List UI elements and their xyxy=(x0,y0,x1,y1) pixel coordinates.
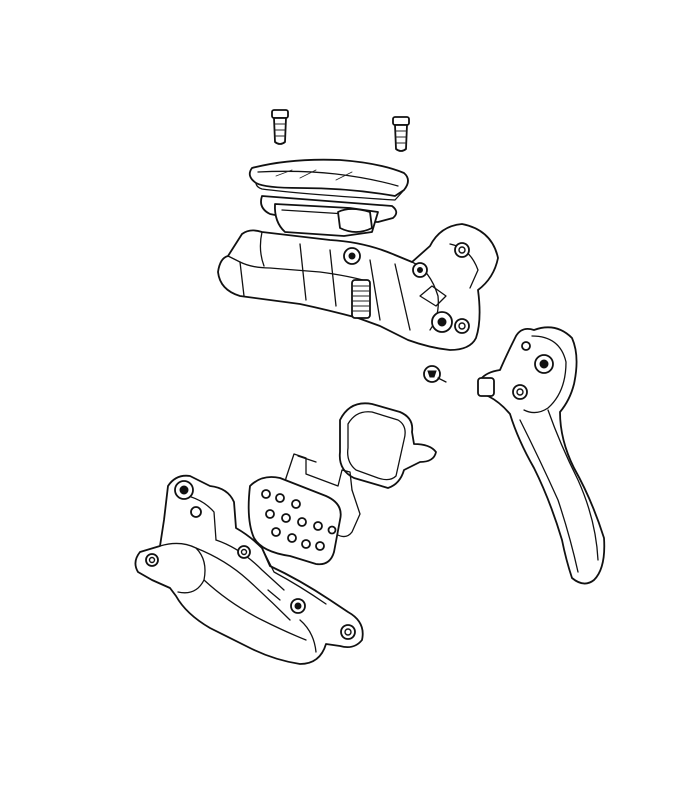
screw-right-icon xyxy=(392,116,410,152)
lever-blade-icon xyxy=(477,326,606,585)
pivot-bolt-icon xyxy=(423,365,447,383)
master-cylinder-icon xyxy=(217,223,499,351)
caliper-icon xyxy=(134,474,364,665)
reservoir-cover-icon xyxy=(248,158,409,201)
brake-pad-holes-icon xyxy=(247,476,342,566)
screw-left-icon xyxy=(271,109,289,145)
adjuster-barrel-icon xyxy=(351,279,371,319)
reservoir-diaphragm-icon xyxy=(260,195,398,237)
brake-pad-backing-icon xyxy=(338,402,437,489)
